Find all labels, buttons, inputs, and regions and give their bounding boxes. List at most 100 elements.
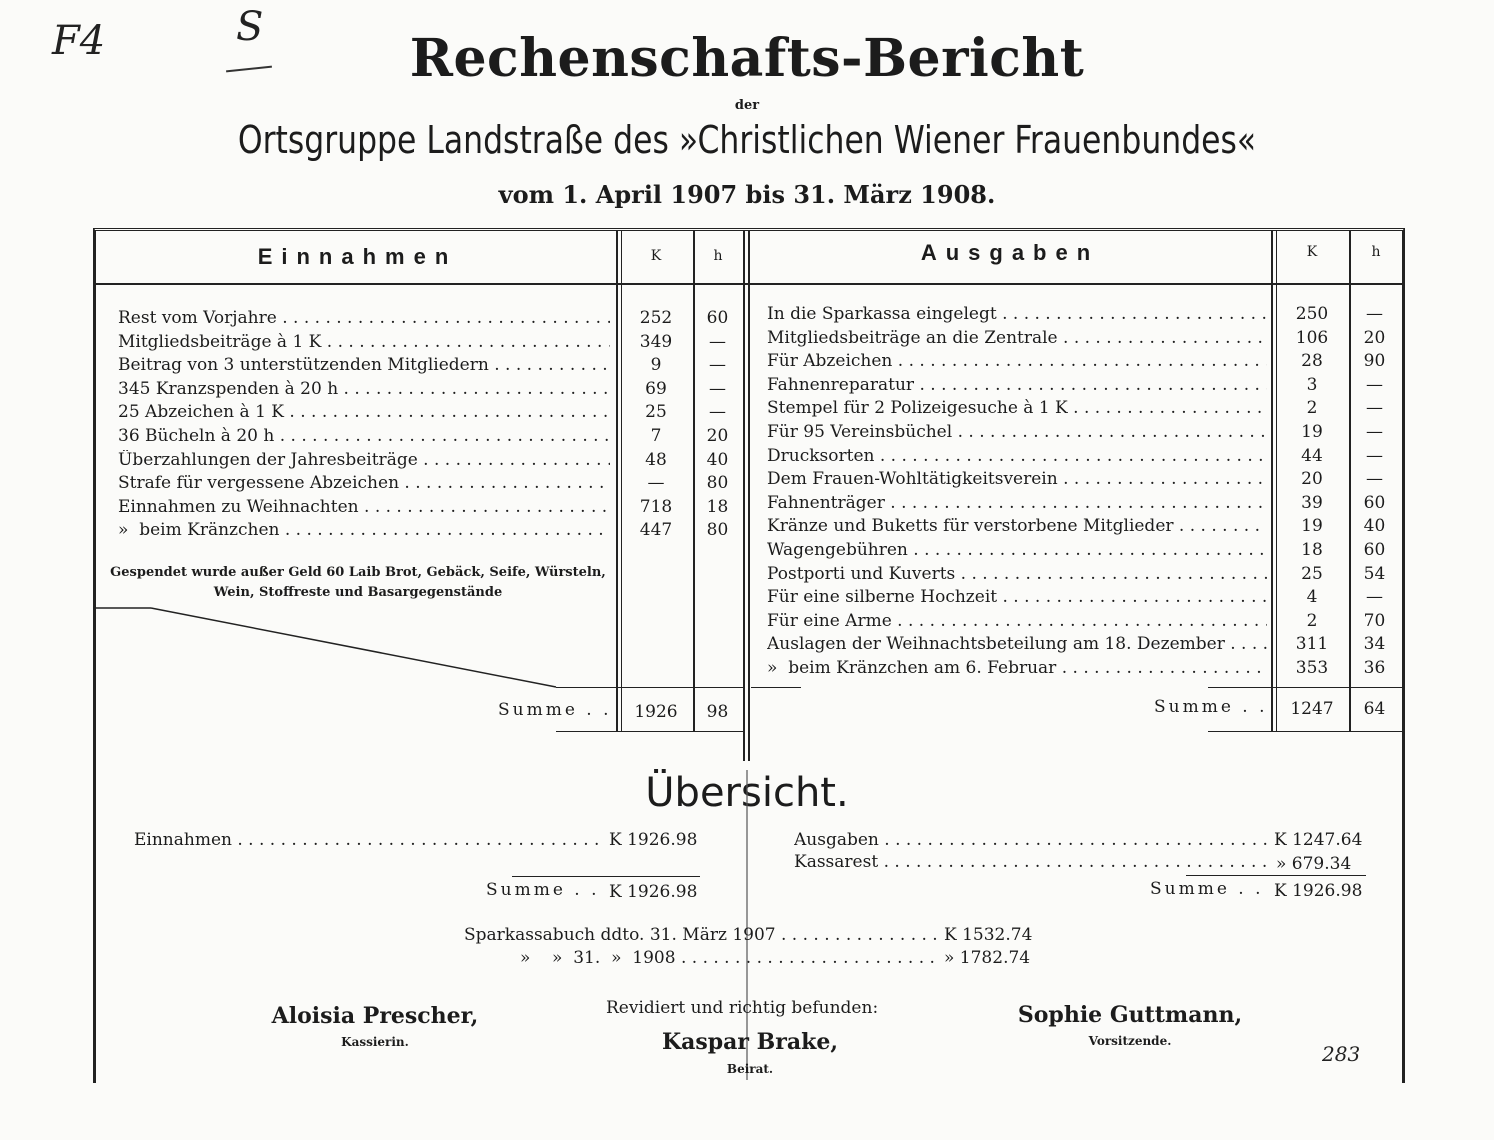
sparkassabuch-1908-row: » » 31. » 1908 xyxy=(520,948,940,968)
ausgaben-start-rule xyxy=(751,687,801,688)
ausgaben-row-h: 36 xyxy=(1363,658,1386,678)
einnahmen-row-k: 252 xyxy=(639,308,673,328)
ausgaben-summe-k: 1247 xyxy=(1290,699,1334,719)
ausgaben-row: » beim Kränzchen am 6. Februar xyxy=(767,658,1267,682)
ausgaben-row-label: Postporti und Kuverts xyxy=(767,564,1267,584)
signature-kassierin-name: Aloisia Prescher, xyxy=(271,1003,479,1029)
ausgaben-row-label: Drucksorten xyxy=(767,446,1267,466)
einnahmen-row-k: 718 xyxy=(639,496,673,517)
center-rule-b xyxy=(748,231,750,761)
einnahmen-row: Mitgliedsbeiträge à 1 K xyxy=(118,332,610,356)
einnahmen-row-h: 60 xyxy=(706,308,729,328)
ausgaben-unit-h: h xyxy=(1371,244,1381,260)
signature-vorsitzende-name: Sophie Guttmann, xyxy=(1017,1002,1243,1028)
einnahmen-row-label: 36 Bücheln à 20 h xyxy=(118,426,610,446)
einnahmen-row-label: 25 Abzeichen à 1 K xyxy=(118,402,610,422)
ausgaben-row-k: 2 xyxy=(1306,610,1318,631)
einnahmen-row: Rest vom Vorjahre xyxy=(118,308,610,332)
ausgaben-row-k: 25 xyxy=(1301,563,1323,584)
einnahmen-row-label: Einnahmen zu Weihnachten xyxy=(118,497,610,517)
uebersicht-ausgaben-value: K 1247.64 xyxy=(1274,830,1363,850)
uebersicht-einnahmen-label: Einnahmen xyxy=(134,830,604,850)
ausgaben-row: Fahnenträger xyxy=(767,493,1267,517)
ausgaben-row-label: Dem Frauen-Wohltätigkeitsverein xyxy=(767,469,1267,489)
einnahmen-row: Einnahmen zu Weihnachten xyxy=(118,497,610,521)
einnahmen-row-label: Überzahlungen der Jahresbeiträge xyxy=(118,450,610,470)
ausgaben-row: Wagengebühren xyxy=(767,540,1267,564)
einnahmen-row-label: 345 Kranzspenden à 20 h xyxy=(118,379,610,399)
ausgaben-row-k: 19 xyxy=(1301,516,1323,537)
einnahmen-row-k: 447 xyxy=(639,520,673,541)
ausgaben-unit-k: K xyxy=(1306,244,1318,260)
ausgaben-row-h: — xyxy=(1366,445,1383,466)
handwritten-mark-right: S xyxy=(236,4,264,50)
ausgaben-row-h: 70 xyxy=(1363,610,1386,631)
ausgaben-row-label: Für eine Arme xyxy=(767,611,1267,631)
ausgaben-row-label: Fahnenreparatur xyxy=(767,375,1267,395)
ausgaben-row-h: — xyxy=(1366,398,1383,419)
ausgaben-row-k: 18 xyxy=(1301,540,1323,560)
sparkassabuch-1907-value: K 1532.74 xyxy=(944,925,1033,945)
uebersicht-summe-right-value: K 1926.98 xyxy=(1274,881,1363,901)
ausgaben-row-h: — xyxy=(1366,469,1383,490)
einnahmen-row-k: 349 xyxy=(639,331,673,352)
einnahmen-row: Strafe für vergessene Abzeichen xyxy=(118,473,610,497)
handwritten-page-number: 283 xyxy=(1322,1042,1361,1066)
uebersicht-right-rule xyxy=(1186,875,1366,876)
revision-note: Revidiert und richtig befunden: xyxy=(606,998,879,1018)
einnahmen-row-h: 80 xyxy=(706,520,729,541)
uebersicht-ausgaben-row: Ausgaben xyxy=(794,830,1269,850)
ausgaben-summe-label: Summe . . xyxy=(1154,697,1268,717)
ledger-frame xyxy=(93,228,1405,1083)
ausgaben-row-h: — xyxy=(1366,422,1383,442)
ausgaben-heading: Ausgaben xyxy=(920,240,1100,265)
ausgaben-row: Für eine silberne Hochzeit xyxy=(767,587,1267,611)
ausgaben-summe-top-rule xyxy=(1208,687,1402,688)
signature-vorsitzende-role: Vorsitzende. xyxy=(1088,1034,1172,1048)
einnahmen-row-k: 69 xyxy=(645,378,667,399)
ausgaben-h-rule xyxy=(1349,231,1351,731)
einnahmen-row: 25 Abzeichen à 1 K xyxy=(118,402,610,426)
ausgaben-row: Drucksorten xyxy=(767,446,1267,470)
ausgaben-row-k: 44 xyxy=(1301,445,1323,466)
ausgaben-row: Für eine Arme xyxy=(767,611,1267,635)
einnahmen-row-h: 20 xyxy=(706,426,729,446)
ausgaben-summe-h: 64 xyxy=(1363,699,1386,719)
signature-beirat-name: Kaspar Brake, xyxy=(662,1029,838,1055)
uebersicht-summe-left-value: K 1926.98 xyxy=(609,882,698,902)
einnahmen-row: 345 Kranzspenden à 20 h xyxy=(118,379,610,403)
ausgaben-row-label: In die Sparkassa eingelegt xyxy=(767,304,1267,324)
einnahmen-row-k: — xyxy=(647,473,665,494)
einnahmen-summe-label: Summe . . xyxy=(498,700,612,720)
ausgaben-row-label: Kränze und Buketts für verstorbene Mitgl… xyxy=(767,516,1267,536)
ausgaben-row-label: Für 95 Vereinsbüchel xyxy=(767,422,1267,442)
ausgaben-row-label: Für eine silberne Hochzeit xyxy=(767,587,1267,607)
uebersicht-kassarest-value: » 679.34 xyxy=(1276,854,1352,874)
ausgaben-row-label: Auslagen der Weihnachtsbeteilung am 18. … xyxy=(767,634,1267,654)
einnahmen-row-label: Strafe für vergessene Abzeichen xyxy=(118,473,610,493)
einnahmen-row: 36 Bücheln à 20 h xyxy=(118,426,610,450)
einnahmen-row-h: — xyxy=(709,378,726,399)
ausgaben-k-rule xyxy=(1271,231,1273,731)
einnahmen-h-rule xyxy=(693,231,695,731)
fold-line xyxy=(746,770,748,1080)
sparkassabuch-1908-value: » 1782.74 xyxy=(944,948,1031,968)
einnahmen-row: » beim Kränzchen xyxy=(118,520,610,544)
ausgaben-row-label: » beim Kränzchen am 6. Februar xyxy=(767,658,1267,678)
sparkassabuch-1908-label: » » 31. » 1908 xyxy=(520,948,940,968)
einnahmen-row-label: Mitgliedsbeiträge à 1 K xyxy=(118,332,610,352)
ausgaben-row-k: 20 xyxy=(1301,469,1323,490)
ausgaben-row: In die Sparkassa eingelegt xyxy=(767,304,1267,328)
sparkassabuch-1907-label: Sparkassabuch ddto. 31. März 1907 xyxy=(464,925,940,945)
einnahmen-row-h: 80 xyxy=(706,473,729,494)
einnahmen-row-label: » beim Kränzchen xyxy=(118,520,610,540)
ausgaben-row-label: Mitgliedsbeiträge an die Zentrale xyxy=(767,328,1267,348)
closing-diagonal-line xyxy=(96,607,557,688)
ausgaben-row-k: 39 xyxy=(1301,492,1323,513)
signature-kassierin-role: Kassierin. xyxy=(341,1035,409,1049)
ausgaben-row: Postporti und Kuverts xyxy=(767,564,1267,588)
einnahmen-unit-k: K xyxy=(650,248,662,264)
ausgaben-row-h: — xyxy=(1366,587,1383,608)
ausgaben-row: Auslagen der Weihnachtsbeteilung am 18. … xyxy=(767,634,1267,658)
ausgaben-row-h: — xyxy=(1366,304,1383,324)
